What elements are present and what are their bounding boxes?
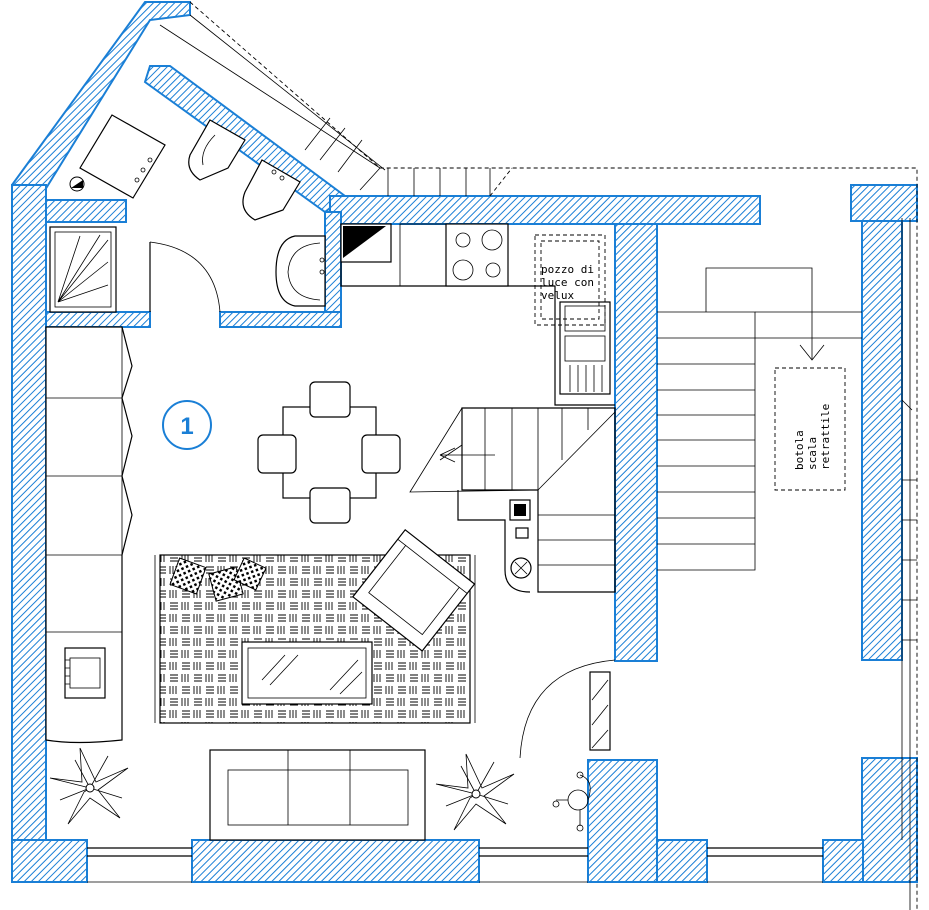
cushions: [169, 557, 267, 602]
wall-central: [614, 223, 658, 662]
bathroom: [49, 114, 326, 313]
wall-bathroom-south-right: [219, 311, 342, 328]
washbasin: [275, 235, 326, 307]
bathroom-door: [149, 241, 221, 313]
wall-east-inner: [861, 217, 903, 661]
external-stair: [159, 14, 513, 197]
wall-south-2: [191, 839, 480, 883]
skylight-label-2: luce con: [541, 276, 594, 289]
plant-right: [435, 753, 515, 831]
room-number-badge: 1: [162, 400, 212, 450]
main-stair: botola scala retrattile: [657, 267, 917, 641]
wall-south-5: [861, 757, 918, 883]
skylight: pozzo di luce con velux: [534, 234, 606, 326]
living-area: 1: [45, 326, 616, 841]
wall-west: [11, 184, 47, 846]
wall-east-cap: [850, 184, 918, 222]
wall-south-3: [587, 759, 658, 883]
coffee-table: [241, 641, 373, 705]
sofa: [209, 749, 426, 841]
bidet: [242, 159, 301, 221]
entrance-door: [519, 659, 616, 759]
kitchen-sink: [559, 301, 611, 395]
washing-machine: [79, 114, 166, 199]
shower-tray: [49, 226, 117, 313]
wall-cabinet: [45, 326, 133, 744]
appliance-square: [509, 499, 531, 521]
wall-bathroom-diagonal: [143, 65, 347, 214]
wall-bathroom-east: [324, 211, 342, 328]
kitchen: pozzo di luce con velux: [340, 223, 615, 406]
wall-bathroom-west-stub: [45, 199, 127, 223]
water-heater-icon: [69, 176, 85, 192]
armchair-small: [64, 647, 106, 699]
hatch-label-2: scala: [806, 437, 819, 470]
armchair: [352, 528, 476, 652]
wall-bathroom-south-left: [45, 311, 151, 328]
hatch-label-1: botola: [793, 430, 806, 470]
room-number: 1: [180, 413, 193, 440]
walls: [11, 1, 918, 883]
fridge: [340, 223, 392, 263]
toilet: [188, 119, 246, 181]
internal-stair: [409, 407, 616, 593]
ceiling-hatch: botola scala retrattile: [774, 367, 846, 491]
hatch-label-3: retrattile: [819, 404, 832, 470]
wall-north-middle: [329, 195, 761, 225]
dining-table: [257, 381, 401, 524]
plant-left: [49, 747, 129, 825]
small-box: [515, 527, 529, 539]
skylight-label-1: pozzo di: [541, 263, 594, 276]
cooktop: [445, 223, 509, 287]
skylight-label-3: velux: [541, 289, 574, 302]
wall-south-4: [656, 839, 708, 883]
window-openings: [87, 1, 918, 910]
coat-stand: [552, 771, 591, 832]
wall-south-1: [11, 839, 88, 883]
wall-south-6: [822, 839, 864, 883]
